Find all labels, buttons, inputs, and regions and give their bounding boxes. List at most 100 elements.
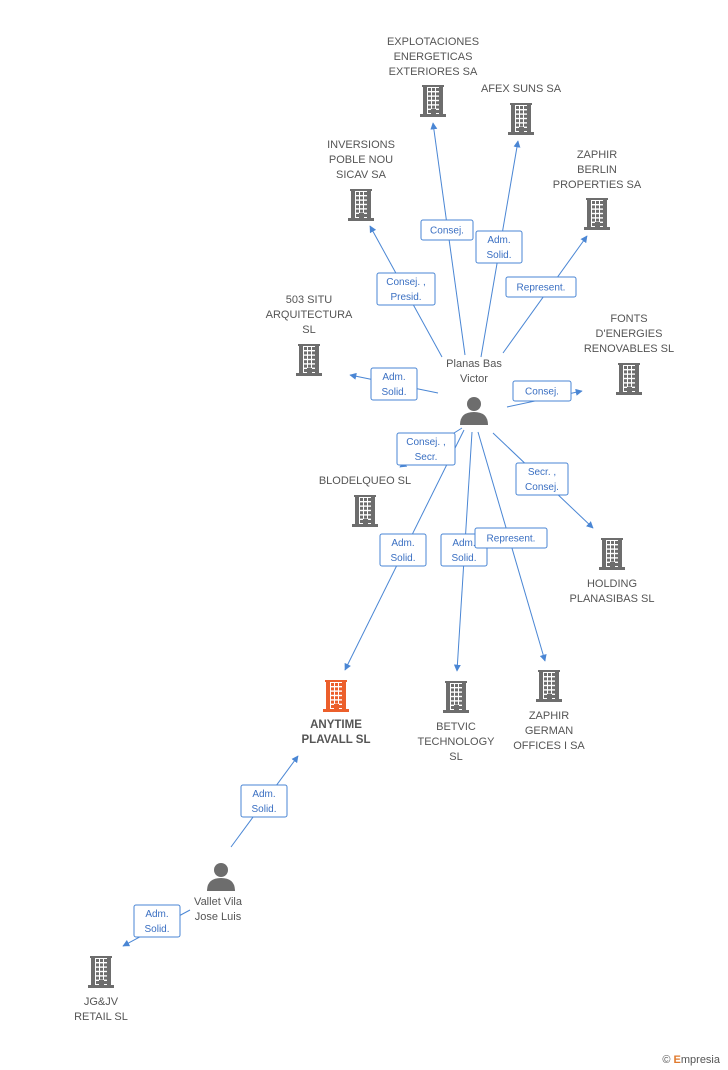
node-blodelqueo[interactable]: BLODELQUEO SL <box>319 475 411 527</box>
node-label: Planas Bas <box>446 358 502 370</box>
node-label: 503 SITU <box>286 294 333 306</box>
node-label: GERMAN <box>525 725 573 737</box>
node-label: ZAPHIR <box>577 149 617 161</box>
edge-label-text: Solid. <box>381 387 406 398</box>
building-icon <box>420 85 446 117</box>
edge-label-text: Adm. <box>452 538 475 549</box>
node-label: PROPERTIES SA <box>553 179 642 191</box>
node-label: ARQUITECTURA <box>266 309 353 321</box>
node-afex[interactable]: AFEX SUNS SA <box>481 83 562 135</box>
node-label: BLODELQUEO SL <box>319 475 411 487</box>
edge-label-text: Solid. <box>251 804 276 815</box>
edge-label-vallet-to-jgjv[interactable]: Adm. Solid. <box>133 904 181 938</box>
brand-initial: E <box>673 1054 681 1066</box>
node-label: INVERSIONS <box>327 139 395 151</box>
node-zaphir_berlin[interactable]: ZAPHIR BERLIN PROPERTIES SA <box>553 149 642 230</box>
edge-label-text: Adm. <box>391 538 414 549</box>
edge-label-box <box>379 533 427 567</box>
building-icon <box>348 189 374 221</box>
edge-label-text: Adm. <box>145 909 168 920</box>
node-label: JG&JV <box>84 996 119 1008</box>
node-label: SICAV SA <box>336 169 387 181</box>
building-icon <box>616 363 642 395</box>
edge-label-text: Consej. <box>525 482 559 493</box>
edge-label-planas-to-situ503[interactable]: Adm.Solid. <box>370 367 418 401</box>
node-label: PLANASIBAS SL <box>570 593 655 605</box>
node-label: TECHNOLOGY <box>417 736 495 748</box>
node-label: Vallet Vila <box>194 896 243 908</box>
node-label: OFFICES I SA <box>513 740 585 752</box>
edge-label-box <box>475 230 523 264</box>
node-label: Victor <box>460 373 488 385</box>
edge-label-planas-to-holding[interactable]: Secr. , Consej. <box>515 462 569 496</box>
edge-label-planas-to-zaphir_berlin[interactable]: Represent. <box>505 276 577 298</box>
node-label: RENOVABLES SL <box>584 343 674 355</box>
node-label: BERLIN <box>577 164 617 176</box>
edge-label-text: Represent. <box>487 534 536 545</box>
edge-label-text: Solid. <box>486 250 511 261</box>
edge-label-text: Solid. <box>451 553 476 564</box>
edge-label-text: Solid. <box>144 924 169 935</box>
edge-label-text: Solid. <box>390 553 415 564</box>
edge-label-vallet-to-anytime[interactable]: Adm.Solid. <box>240 784 288 818</box>
edge-label-text: Consej. , <box>406 437 445 448</box>
edge-labels-layer: Consej.Adm.Solid.Consej. ,Presid.Represe… <box>133 219 577 938</box>
node-label: EXPLOTACIONES <box>387 36 479 48</box>
edge-label-box <box>474 527 548 549</box>
node-label: ANYTIME <box>310 719 362 731</box>
brand-name: mpresia <box>680 1054 720 1066</box>
node-label: RETAIL SL <box>74 1011 128 1023</box>
edge-label-box <box>133 904 181 938</box>
node-anytime[interactable]: ANYTIME PLAVALL SL <box>302 680 371 746</box>
node-label: BETVIC <box>436 721 476 733</box>
edge-label-text: Presid. <box>390 292 421 303</box>
node-label: EXTERIORES SA <box>389 66 478 78</box>
building-icon <box>443 681 469 713</box>
edge-label-text: Adm. <box>487 235 510 246</box>
building-icon <box>296 344 322 376</box>
person-icon <box>460 397 488 425</box>
edge-label-planas-to-afex[interactable]: Adm. Solid. <box>475 230 523 264</box>
empresia-brand[interactable]: © Empresia <box>662 1054 720 1066</box>
node-label: FONTS <box>610 313 647 325</box>
edge-label-planas-to-zaphir_german[interactable]: Represent. <box>474 527 548 549</box>
building-icon <box>352 495 378 527</box>
copyright-symbol: © <box>662 1054 671 1066</box>
node-zaphir_german[interactable]: ZAPHIR GERMAN OFFICES I SA <box>513 670 585 752</box>
edge-label-text: Secr. , <box>528 467 556 478</box>
node-inversions[interactable]: INVERSIONS POBLE NOU SICAV SA <box>327 139 395 221</box>
building-icon <box>88 956 114 988</box>
node-situ503[interactable]: 503 SITU ARQUITECTURA SL <box>266 294 353 376</box>
node-label: POBLE NOU <box>329 154 393 166</box>
edge-label-text: Represent. <box>517 283 566 294</box>
edge-label-planas-to-explotaciones[interactable]: Consej. <box>420 219 474 241</box>
edge-label-text: Consej. <box>525 387 559 398</box>
node-label: ZAPHIR <box>529 710 569 722</box>
node-label: SL <box>302 324 315 336</box>
node-label: SL <box>449 751 462 763</box>
edge-label-planas-to-fonts[interactable]: Consej. <box>512 380 572 402</box>
node-betvic[interactable]: BETVIC TECHNOLOGY SL <box>417 681 495 763</box>
node-label: PLAVALL SL <box>302 734 371 746</box>
building-icon <box>508 103 534 135</box>
edge-label-box <box>370 367 418 401</box>
edge-label-planas-to-blodelqueo[interactable]: Consej. ,Secr. <box>396 432 456 466</box>
building-icon <box>536 670 562 702</box>
edge-label-box <box>505 276 577 298</box>
edge-label-planas-to-inversions[interactable]: Consej. ,Presid. <box>376 272 436 306</box>
edge-label-box <box>240 784 288 818</box>
person-icon <box>207 863 235 891</box>
edge-label-planas-to-anytime[interactable]: Adm. Solid. <box>379 533 427 567</box>
edge-label-text: Consej. <box>430 226 464 237</box>
edge-label-box <box>396 432 456 466</box>
edge-label-box <box>512 380 572 402</box>
edge-label-box <box>515 462 569 496</box>
node-jgjv[interactable]: JG&JV RETAIL SL <box>74 956 128 1023</box>
